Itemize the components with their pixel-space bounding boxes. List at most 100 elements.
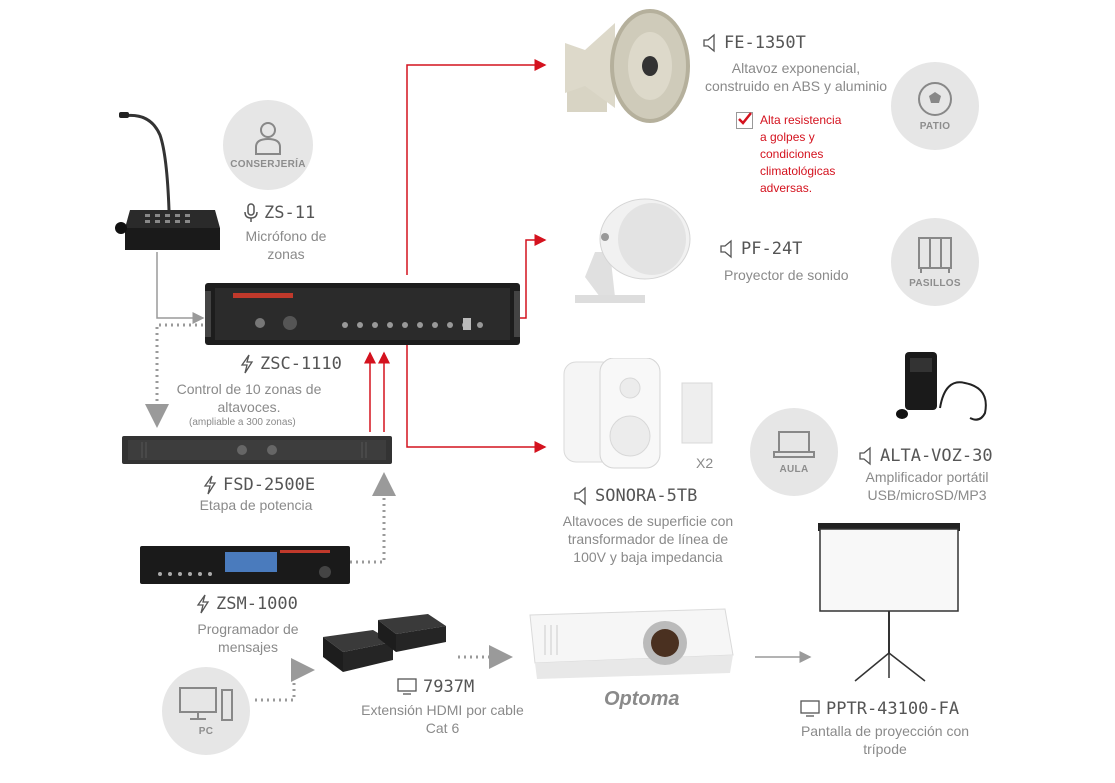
soccer-ball-icon — [918, 81, 952, 116]
projector-image — [529, 608, 734, 679]
screen-image — [818, 523, 960, 682]
zone-patio: PATIO — [891, 62, 979, 150]
fsd2500e-name: FSD-2500E — [223, 475, 316, 495]
altavoz30-desc: Amplificador portátil USB/microSD/MP3 — [852, 468, 1002, 504]
zs11-desc: Micrófono de zonas — [226, 227, 346, 263]
desc-line: Altavoces de superficie con — [562, 513, 734, 529]
laptop-icon — [773, 430, 815, 458]
pf24t-model: PF-24T — [719, 239, 802, 259]
zone-label: CONSERJERÍA — [230, 158, 306, 170]
altavoz30-image — [896, 352, 987, 421]
zsm1000-image — [140, 546, 350, 584]
line-zsm-to-fsd — [350, 472, 396, 564]
desktop-pc-icon — [179, 686, 233, 721]
sonora5tb-desc: Altavoces de superficie con transformado… — [548, 512, 748, 566]
zs11-model: ZS-11 — [244, 203, 315, 223]
altavoz30-model: ALTA-VOZ-30 — [858, 446, 993, 466]
zsc1110-model: ZSC-1110 — [240, 354, 342, 374]
speaker-icon — [574, 486, 586, 506]
zone-aula: AULA — [750, 408, 838, 496]
desc-line: USB/microSD/MP3 — [867, 487, 987, 503]
zsc1110-name: ZSC-1110 — [260, 354, 342, 374]
feature-line: climatológicas — [760, 164, 836, 178]
feature-line: a golpes y — [760, 130, 815, 144]
zone-label: PATIO — [919, 120, 951, 132]
lightning-icon — [203, 475, 217, 495]
lightning-icon — [196, 594, 210, 614]
desc-line: trípode — [863, 741, 907, 757]
checkmark-icon — [736, 112, 753, 129]
pf24t-name: PF-24T — [741, 239, 803, 259]
zone-pc: PC — [162, 667, 250, 755]
monitor-icon — [800, 700, 820, 717]
sonora-quantity: X2 — [696, 455, 714, 471]
line-pc-to-hdmi — [255, 658, 315, 702]
zsc1110-image — [205, 283, 520, 345]
feature-line: adversas. — [760, 181, 813, 195]
zsm1000-name: ZSM-1000 — [216, 594, 298, 614]
pptr-desc: Pantalla de proyección con trípode — [790, 722, 980, 758]
fe1350t-model: FE-1350T — [702, 33, 806, 53]
zsc1110-note: (ampliable a 300 zonas) — [189, 417, 296, 428]
zsc1110-desc: Control de 10 zonas de altavoces. — [160, 380, 338, 416]
zone-label: PASILLOS — [909, 277, 961, 289]
sonora5tb-model: SONORA-5TB — [573, 486, 697, 506]
speaker-icon — [720, 239, 732, 259]
desc-line: construido en ABS y aluminio — [704, 78, 888, 94]
fsd2500e-desc: Etapa de potencia — [176, 496, 336, 514]
desc-line: Proyector de sonido — [724, 267, 849, 283]
line-mic-to-zsc — [156, 252, 205, 324]
desc-line: Control de 10 zonas de — [176, 381, 322, 397]
sonora5tb-name: SONORA-5TB — [595, 486, 698, 506]
speaker-icon — [703, 33, 715, 53]
lightning-icon — [240, 354, 254, 374]
desc-line: 100V y baja impedancia — [573, 549, 723, 565]
fe1350t-desc: Altavoz exponencial, construido en ABS y… — [696, 59, 896, 95]
line-to-fe1350t — [406, 59, 547, 275]
microphone-image — [115, 112, 220, 250]
altavoz30-name: ALTA-VOZ-30 — [880, 446, 993, 466]
person-icon — [255, 121, 281, 155]
fe1350t-image — [565, 9, 690, 123]
zsm1000-model: ZSM-1000 — [196, 594, 298, 614]
fsd2500e-model: FSD-2500E — [203, 475, 315, 495]
desc-line: altavoces. — [217, 399, 281, 415]
line-to-pf24t — [518, 234, 547, 319]
desc-line: zonas — [267, 246, 305, 262]
monitor-icon — [397, 678, 417, 695]
lockers-icon — [918, 236, 952, 273]
pptr-model: PPTR-43100-FA — [800, 699, 959, 719]
optoma-logo: Optoma — [604, 688, 680, 710]
fe1350t-name: FE-1350T — [724, 33, 806, 53]
zs11-name: ZS-11 — [264, 203, 316, 223]
desc-line: Micrófono de — [245, 228, 327, 244]
pf24t-desc: Proyector de sonido — [724, 266, 874, 284]
desc-line: Etapa de potencia — [199, 497, 313, 513]
pf24t-image — [575, 198, 691, 303]
desc-line: Cat 6 — [425, 720, 460, 736]
zone-conserjeria: CONSERJERÍA — [223, 100, 313, 190]
zsm1000-desc: Programador de mensajes — [178, 620, 318, 656]
sonora5tb-image — [563, 358, 713, 469]
desc-line: mensajes — [218, 639, 278, 655]
zone-label: PC — [198, 725, 214, 737]
feature-line: condiciones — [760, 147, 824, 161]
feature-text: Alta resistencia a golpes y condiciones … — [760, 112, 860, 197]
desc-line: Amplificador portátil — [865, 469, 989, 485]
desc-line: Altavoz exponencial, — [731, 60, 861, 76]
line-to-sonora — [406, 345, 547, 453]
desc-line: transformador de línea de — [567, 531, 729, 547]
h7937m-model: 7937M — [397, 677, 474, 697]
desc-line: Programador de — [197, 621, 299, 637]
fsd2500e-image — [122, 436, 392, 464]
zone-pasillos: PASILLOS — [891, 218, 979, 306]
microphone-icon — [244, 203, 258, 222]
zone-label: AULA — [779, 463, 809, 475]
pptr-name: PPTR-43100-FA — [826, 699, 960, 719]
desc-line: Extensión HDMI por cable — [361, 702, 524, 718]
h7937m-desc: Extensión HDMI por cable Cat 6 — [350, 701, 535, 737]
speaker-icon — [859, 446, 871, 466]
feature-line: Alta resistencia — [760, 113, 842, 127]
h7937m-name: 7937M — [423, 677, 475, 697]
